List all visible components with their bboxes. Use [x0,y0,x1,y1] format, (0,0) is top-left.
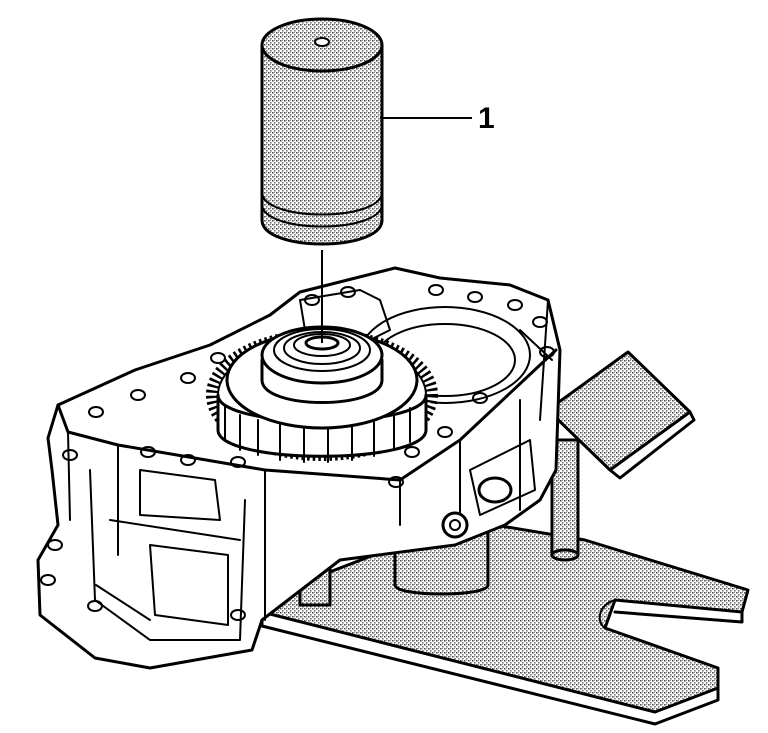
support-fixture-bar [546,350,696,480]
callout-1: 1 [380,102,495,135]
callout-1-label: 1 [478,102,495,135]
flange-bolt-holes [40,284,555,621]
installer-tool [260,17,384,246]
output-shaft-bearing [260,325,384,404]
